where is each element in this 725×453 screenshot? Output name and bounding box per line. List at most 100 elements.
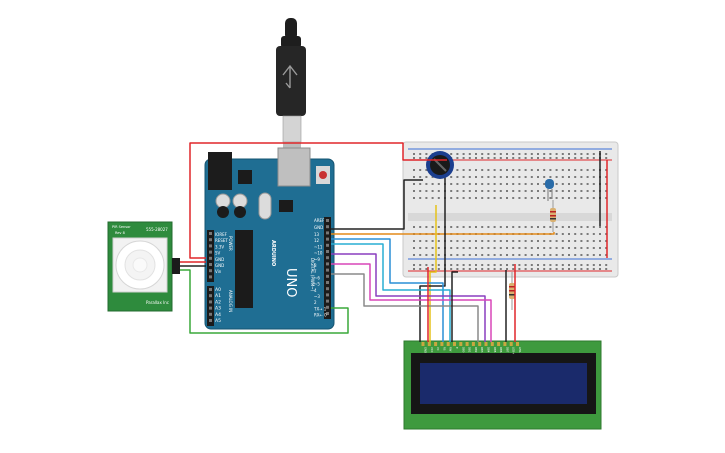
- breadboard-hole: [419, 197, 422, 199]
- pir-label-top-right: 555-28027: [146, 227, 168, 232]
- breadboard-hole: [468, 169, 471, 171]
- breadboard-hole: [481, 176, 484, 178]
- breadboard-hole: [437, 197, 440, 199]
- breadboard-hole: [599, 264, 601, 266]
- breadboard-hole: [506, 240, 508, 242]
- breadboard-hole: [574, 197, 577, 199]
- breadboard-hole: [468, 153, 471, 155]
- breadboard-hole: [425, 247, 428, 249]
- breadboard-hole: [586, 240, 589, 242]
- breadboard-hole: [574, 254, 577, 256]
- arduino-digital-pin-label: ~6: [314, 275, 320, 280]
- arduino-power-pin-label: GND: [215, 257, 224, 262]
- breadboard-hole: [537, 226, 539, 228]
- breadboard-hole: [419, 226, 422, 228]
- breadboard-hole: [592, 183, 595, 185]
- breadboard-hole: [468, 254, 471, 256]
- breadboard-hole: [605, 197, 608, 199]
- breadboard-hole: [481, 264, 484, 266]
- breadboard-hole: [605, 157, 608, 159]
- lcd-pin-label: DB1: [468, 347, 472, 353]
- breadboard-hole: [512, 247, 515, 249]
- breadboard-hole: [456, 240, 459, 242]
- arduino-digital-header-pin: [326, 243, 329, 247]
- breadboard-hole: [475, 226, 477, 228]
- breadboard-hole: [605, 240, 608, 242]
- breadboard-hole: [425, 157, 428, 159]
- breadboard-hole: [468, 268, 471, 270]
- breadboard-hole: [549, 197, 552, 199]
- breadboard-hole: [561, 226, 564, 228]
- breadboard-hole: [574, 153, 577, 155]
- breadboard-hole: [437, 247, 440, 249]
- breadboard-hole: [586, 157, 589, 159]
- arduino-digital-pin-label: ~11: [314, 244, 323, 249]
- breadboard-hole: [437, 240, 440, 242]
- arduino-digital-header-pin: [326, 256, 329, 260]
- breadboard-hole: [555, 247, 558, 249]
- breadboard-hole: [524, 197, 527, 199]
- breadboard-hole: [512, 169, 515, 171]
- breadboard-hole: [450, 183, 453, 185]
- pir-label-rev: Rev 8: [115, 231, 125, 235]
- lcd-pin-label: DB5: [493, 347, 497, 353]
- breadboard-hole: [592, 226, 595, 228]
- breadboard-hole: [580, 157, 583, 159]
- breadboard-hole: [487, 264, 490, 266]
- breadboard-hole: [568, 240, 570, 242]
- breadboard-hole: [561, 190, 564, 192]
- breadboard-hole: [518, 176, 521, 178]
- breadboard-hole: [493, 157, 496, 159]
- breadboard-hole: [537, 240, 539, 242]
- breadboard-hole: [506, 183, 508, 185]
- breadboard-hole: [493, 264, 496, 266]
- breadboard-hole: [580, 153, 583, 155]
- arduino-digital-header-pin: [326, 219, 329, 222]
- breadboard-hole: [543, 247, 546, 249]
- arduino-header-pins: [209, 219, 329, 322]
- arduino-gnd-label: GND: [314, 225, 323, 230]
- arduino-digital-header-pin: [326, 299, 329, 303]
- breadboard-hole: [456, 183, 459, 185]
- breadboard-hole: [524, 240, 527, 242]
- breadboard-hole: [586, 254, 589, 256]
- breadboard-hole: [413, 247, 415, 249]
- breadboard-hole: [574, 240, 577, 242]
- breadboard-hole: [555, 176, 558, 178]
- breadboard-hole: [530, 153, 533, 155]
- breadboard-hole: [462, 226, 465, 228]
- breadboard-hole: [574, 176, 577, 178]
- breadboard-hole: [499, 153, 502, 155]
- breadboard-hole: [512, 254, 515, 256]
- breadboard-hole: [481, 254, 484, 256]
- arduino-power-header-pin: [209, 275, 212, 279]
- arduino-digital-header-pin: [326, 287, 329, 291]
- arduino-digital-pin-label: ~5: [314, 282, 320, 287]
- wire-purple: [331, 253, 486, 342]
- breadboard-hole: [524, 264, 527, 266]
- breadboard-hole: [499, 268, 502, 270]
- breadboard-hole: [537, 268, 539, 270]
- lcd-pin: [490, 342, 494, 346]
- breadboard-hole: [450, 176, 453, 178]
- breadboard-hole: [475, 240, 477, 242]
- breadboard-hole: [561, 268, 564, 270]
- breadboard-hole: [493, 240, 496, 242]
- arduino-brand: ARDUINO: [270, 240, 276, 266]
- breadboard-hole: [530, 226, 533, 228]
- breadboard-hole: [419, 190, 422, 192]
- arduino-analog-header-pin: [209, 306, 212, 310]
- lcd-pin-label: DB6: [499, 347, 503, 353]
- arduino-digital-header-pin: [326, 250, 329, 253]
- breadboard-hole: [543, 240, 546, 242]
- breadboard-hole: [537, 183, 539, 185]
- breadboard-hole: [530, 197, 533, 199]
- breadboard-hole: [493, 254, 496, 256]
- breadboard-hole: [431, 190, 434, 192]
- lcd-pin: [471, 342, 475, 346]
- breadboard-hole: [580, 169, 583, 171]
- breadboard-hole: [481, 153, 484, 155]
- breadboard-hole: [487, 169, 490, 171]
